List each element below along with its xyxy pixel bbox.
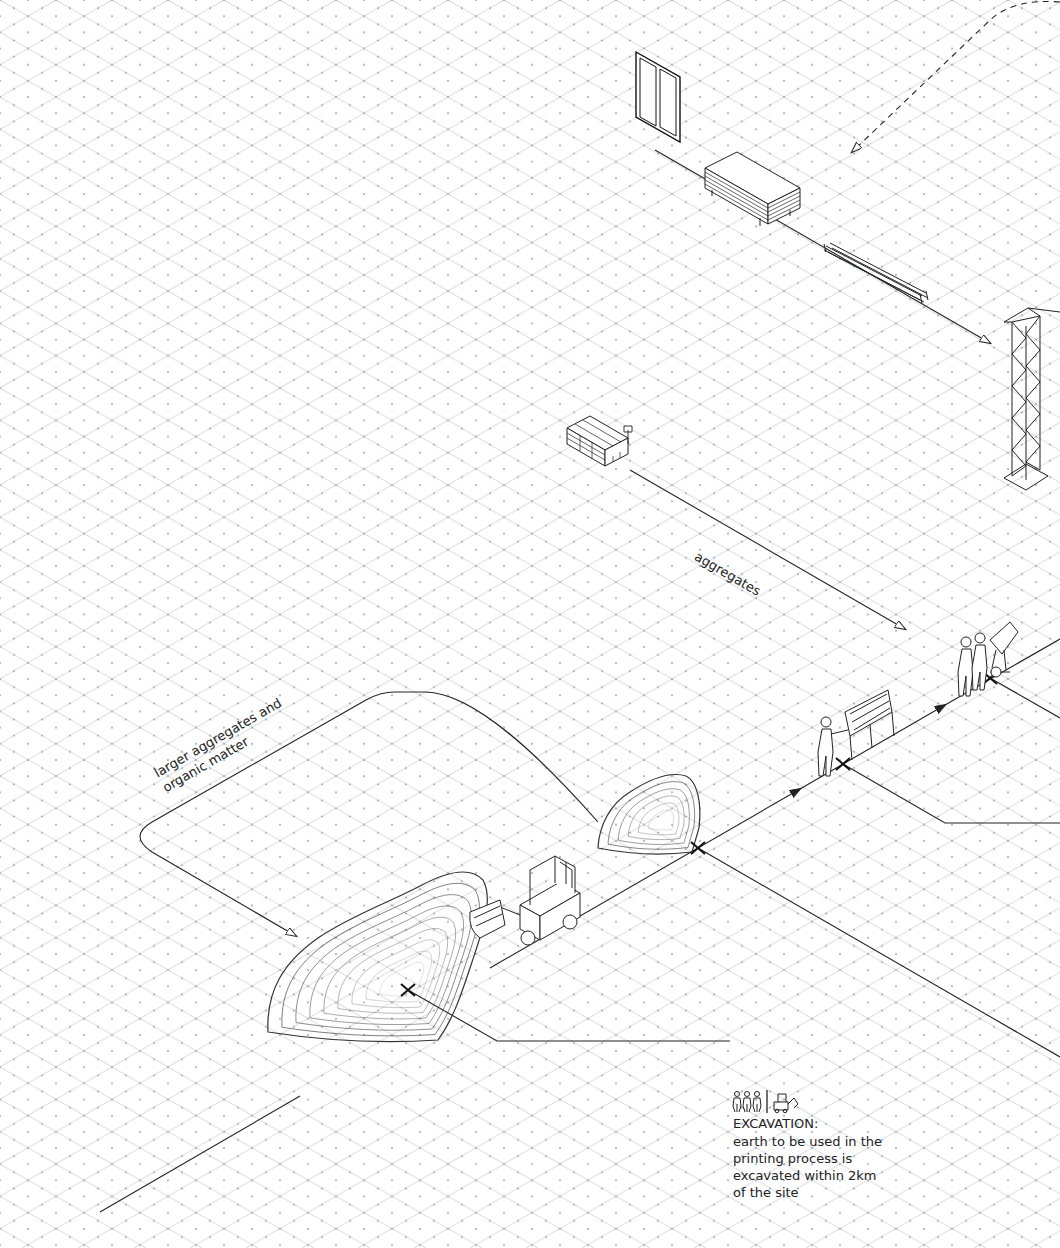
ground-line	[100, 1096, 300, 1212]
workforce-icon	[783, 1109, 787, 1113]
brick-pallet	[605, 438, 628, 466]
cross-marker	[836, 758, 850, 770]
excavation-pit	[352, 940, 440, 1008]
crane-mast	[1012, 316, 1040, 480]
excavation-pit	[324, 917, 456, 1019]
ground-line	[698, 848, 1060, 1057]
crane-mast	[1004, 308, 1060, 322]
ground-line	[990, 678, 1060, 718]
workforce-icon	[745, 1092, 750, 1097]
cross-marker	[691, 842, 705, 854]
soil-mound	[598, 774, 700, 854]
worker-mixer	[991, 667, 1001, 677]
workforce-icon	[743, 1098, 751, 1112]
brick-pallet	[567, 428, 605, 466]
workforce-icon	[775, 1109, 779, 1113]
callout-note: earth to be used in the printing process…	[733, 1133, 891, 1201]
pipe-bundle	[824, 244, 928, 304]
worker-sieve	[821, 717, 831, 727]
workforce-icon	[733, 1090, 798, 1113]
door-frame	[636, 52, 680, 142]
callout-heading: EXCAVATION:	[733, 1115, 893, 1132]
timber-stack	[768, 188, 800, 224]
workforce-icon	[774, 1094, 798, 1110]
excavation-pit	[296, 895, 472, 1031]
ground-line	[843, 764, 1060, 823]
soil-mound	[608, 782, 695, 850]
worker-mixer	[961, 637, 971, 647]
cross-marker	[401, 672, 997, 996]
excavator-drawing	[521, 931, 535, 945]
excavation-pit	[366, 951, 432, 1002]
flow-arrow	[852, 1, 1060, 152]
worker-sieve	[850, 712, 894, 760]
flow-arrow	[655, 150, 990, 343]
worker-sieve	[831, 730, 848, 734]
door-frame	[640, 58, 676, 136]
cross-marker	[401, 984, 415, 996]
soil-mound	[648, 810, 673, 830]
brick-pallet	[567, 420, 621, 462]
worker-mixer	[975, 633, 985, 643]
brick-pallet	[624, 426, 632, 444]
timber-stack	[705, 152, 800, 226]
workforce-icon	[755, 1092, 760, 1097]
crane-mast	[1004, 308, 1060, 490]
excavator-drawing	[470, 856, 580, 945]
pipe-bundle	[824, 243, 928, 304]
process-line	[490, 639, 1060, 968]
soil-mound	[618, 789, 689, 845]
excavator-drawing	[560, 862, 572, 888]
crane-mast	[1004, 464, 1048, 490]
excavator-drawing	[474, 906, 502, 926]
pipe-bundle	[824, 243, 928, 302]
timber-stack	[705, 168, 768, 224]
workforce-icon	[733, 1098, 741, 1112]
soil-mound	[628, 796, 684, 840]
workforce-icon	[753, 1098, 761, 1112]
worker-sieve	[845, 690, 892, 736]
flow-arrow	[630, 470, 905, 629]
excavation-pit	[338, 929, 448, 1014]
timber-stack	[705, 172, 800, 220]
flow-arrow	[140, 1, 1060, 936]
worker-mixer	[958, 649, 973, 696]
ground-line	[100, 678, 1060, 1212]
worker-sieve	[818, 690, 894, 776]
excavator-drawing	[530, 856, 575, 905]
crane-mast	[1012, 322, 1026, 476]
excavator-drawing	[563, 915, 577, 929]
crane-mast	[1026, 316, 1040, 470]
ground-line	[408, 990, 730, 1041]
excavation-pit	[310, 906, 464, 1025]
excavation-pit	[282, 883, 480, 1036]
excavation-pit	[380, 962, 424, 996]
timber-stack	[712, 190, 790, 226]
workforce-icon	[766, 1090, 767, 1113]
excavation-pit	[268, 872, 488, 1042]
worker-mixer	[972, 645, 987, 690]
soil-mound	[598, 774, 700, 854]
worker-mixer	[958, 622, 1018, 696]
excavator-drawing	[540, 893, 580, 940]
excavation-pit	[268, 872, 488, 1042]
flow-arrow	[140, 692, 598, 936]
excavator-drawing	[470, 900, 505, 938]
workforce-icon	[735, 1092, 740, 1097]
brick-pallet	[567, 416, 632, 466]
soil-mound	[638, 803, 679, 835]
door-frame	[636, 52, 680, 142]
worker-mixer	[990, 622, 1018, 654]
process-line	[490, 789, 800, 968]
worker-sieve	[818, 729, 833, 776]
